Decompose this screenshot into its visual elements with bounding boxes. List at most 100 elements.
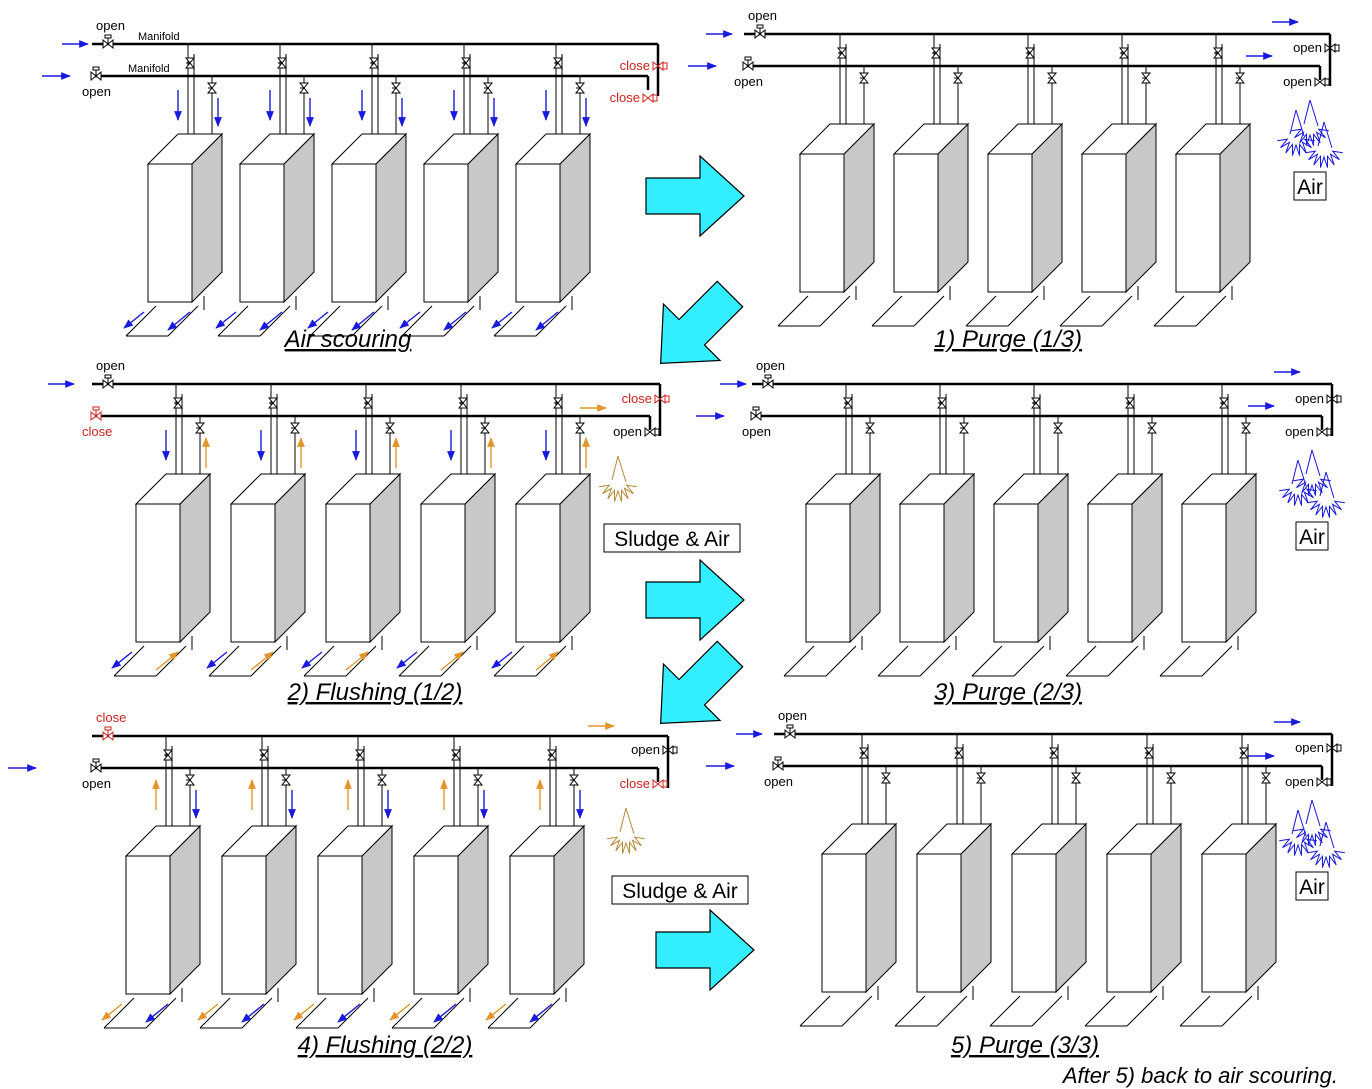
branch-valve-icon — [858, 747, 870, 759]
module-base — [391, 997, 465, 1029]
branch-valve-icon — [258, 749, 270, 761]
membrane-module — [965, 122, 1064, 327]
branch-valve-icon — [864, 422, 876, 434]
lower-inlet-valve-icon — [90, 758, 102, 774]
membrane-module — [1065, 472, 1164, 677]
branch-valve-icon — [930, 47, 942, 59]
branch-valve-icon — [842, 397, 854, 409]
module-front — [893, 153, 939, 293]
branch-valve-icon — [1260, 772, 1272, 784]
upper-inlet-valve-icon — [754, 24, 766, 40]
flow-arrow — [111, 651, 133, 669]
branch-valve-icon — [568, 774, 580, 786]
upper-valve-state: open — [96, 358, 125, 373]
sludge-air-label: Sludge & Air — [622, 880, 738, 903]
module-base — [877, 645, 951, 677]
branch-valve-icon — [1048, 747, 1060, 759]
branch-valve-icon — [1024, 47, 1036, 59]
membrane-module — [113, 472, 212, 677]
branch-valve-icon — [574, 422, 586, 434]
module-front — [1081, 153, 1127, 293]
sludge-label-box — [603, 523, 741, 553]
branch-valve-icon — [280, 774, 292, 786]
module-front — [423, 163, 469, 303]
sludge-discharge-icon — [599, 455, 637, 502]
lower-inlet-valve-icon — [742, 56, 754, 72]
process-arrow-flushing-2-to-purge-3 — [655, 908, 755, 992]
flow-arrow — [250, 651, 274, 671]
sludge-discharge-icon — [607, 807, 645, 854]
module-base — [303, 645, 377, 677]
end-valve-icon — [1324, 42, 1340, 54]
branch-valve-icon — [276, 57, 288, 69]
branch-valve-icon — [936, 397, 948, 409]
membrane-module — [1159, 472, 1258, 677]
branch-valve-icon — [858, 72, 870, 84]
module-base — [487, 997, 561, 1029]
module-base — [777, 295, 851, 327]
module-front — [135, 503, 181, 643]
module-front — [325, 503, 371, 643]
air-label-box — [1295, 871, 1329, 901]
membrane-module — [208, 472, 307, 677]
lower-valve-state: open — [82, 84, 111, 99]
branch-valve-icon — [1212, 47, 1224, 59]
module-front — [509, 855, 555, 995]
module-front — [916, 853, 962, 993]
branch-valve-icon — [1218, 397, 1230, 409]
membrane-module — [1059, 122, 1158, 327]
branch-valve-icon — [457, 397, 469, 409]
membrane-module — [989, 822, 1088, 1027]
branch-valve-icon — [1146, 422, 1158, 434]
membrane-module — [295, 824, 394, 1029]
flow-arrow — [535, 651, 559, 671]
branch-valve-icon — [450, 749, 462, 761]
branch-valve-icon — [1070, 772, 1082, 784]
module-base — [1153, 295, 1227, 327]
module-front — [125, 855, 171, 995]
module-front — [221, 855, 267, 995]
module-base — [971, 645, 1045, 677]
branch-valve-icon — [958, 422, 970, 434]
upper-inlet-valve-icon — [102, 726, 114, 742]
module-base — [894, 995, 968, 1027]
module-front — [1181, 503, 1227, 643]
flow-arrow — [351, 311, 375, 331]
end-valve-icon — [1316, 426, 1332, 438]
module-front — [805, 503, 851, 643]
flow-arrow — [259, 311, 283, 331]
module-front — [147, 163, 193, 303]
upper-valve-state: open — [96, 18, 125, 33]
module-base — [125, 305, 199, 337]
lower-inlet-valve-icon — [750, 406, 762, 422]
branch-valve-icon — [362, 397, 374, 409]
air-discharge-icon — [1279, 449, 1345, 518]
branch-valve-icon — [1046, 72, 1058, 84]
air-label-box — [1295, 521, 1329, 551]
module-front — [1087, 503, 1133, 643]
branch-valve-icon — [1052, 422, 1064, 434]
flow-arrow — [485, 1003, 507, 1021]
branch-valve-icon — [552, 57, 564, 69]
flow-arrow — [443, 311, 467, 331]
membrane-module — [783, 472, 882, 677]
module-base — [208, 645, 282, 677]
manifold-label: Manifold — [128, 63, 170, 75]
module-front — [1106, 853, 1152, 993]
module-front — [230, 503, 276, 643]
flow-arrow — [145, 1003, 169, 1023]
caption-purge-3: 5) Purge (3/3) — [951, 1032, 1099, 1059]
upper-end-valve-state: close — [622, 391, 652, 406]
end-valve-icon — [644, 426, 660, 438]
upper-inlet-valve-icon — [102, 374, 114, 390]
module-base — [989, 995, 1063, 1027]
flow-arrow — [167, 311, 191, 331]
flow-arrow — [155, 651, 179, 671]
flow-arrow — [389, 1003, 411, 1021]
end-valve-icon — [652, 778, 668, 790]
membrane-module — [103, 824, 202, 1029]
module-front — [987, 153, 1033, 293]
flow-arrow — [491, 651, 513, 669]
caption-flushing-1: 2) Flushing (1/2) — [287, 679, 463, 706]
